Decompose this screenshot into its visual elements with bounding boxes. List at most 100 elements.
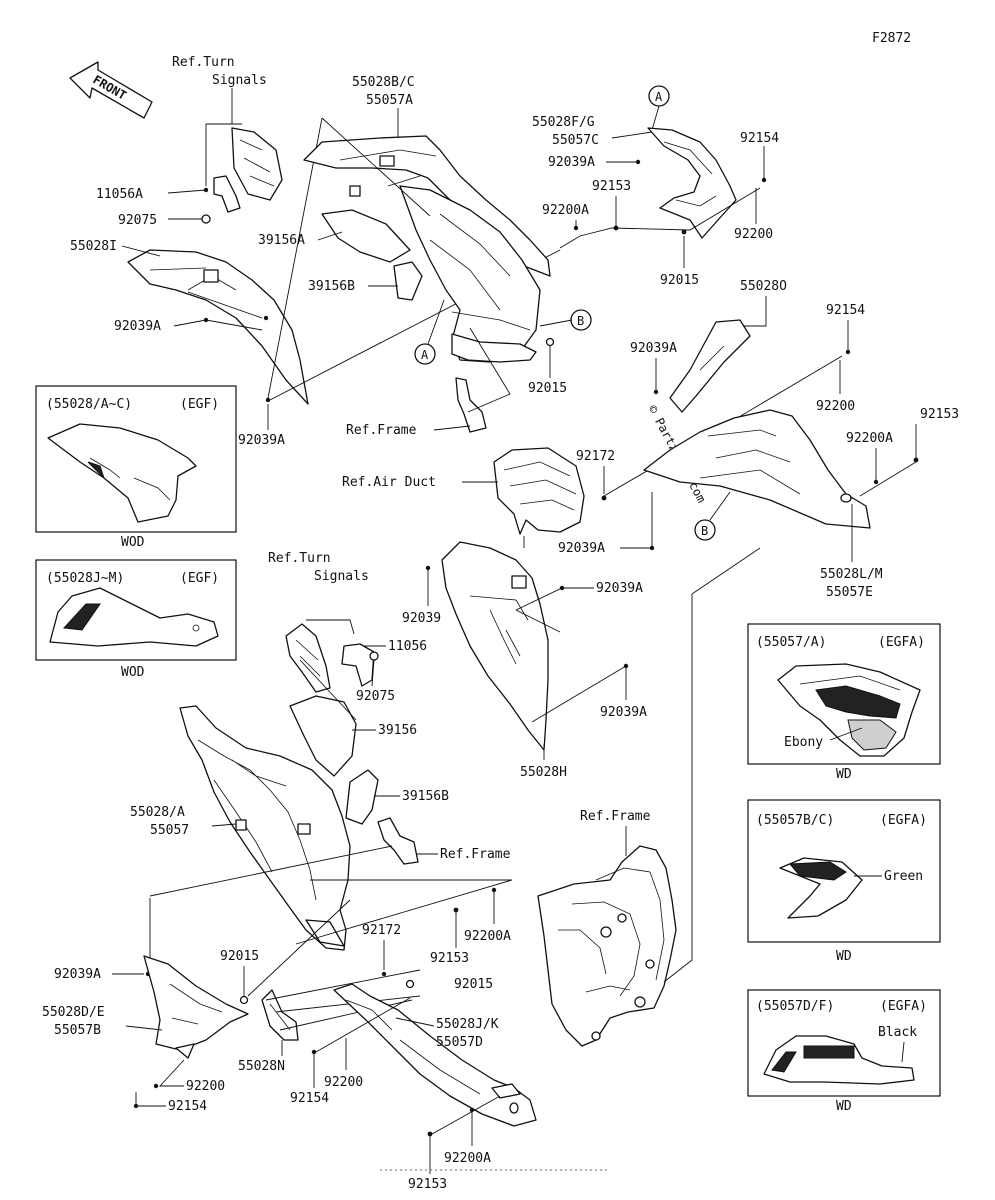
label-55057A: 55057A [366, 93, 413, 108]
inset2-title: (55028J~M) [46, 571, 124, 586]
inset2-code: (EGF) [180, 571, 219, 586]
label-55057: 55057 [150, 823, 189, 838]
label-11056: 11056 [388, 639, 427, 654]
lower-cowl-55028JK [333, 983, 537, 1127]
label-92075-mid: 92075 [356, 689, 395, 704]
svg-text:B: B [701, 524, 708, 538]
label-55028LM: 55028L/M [820, 567, 883, 582]
inset4-code: (EGFA) [880, 813, 927, 828]
label-92153-top: 92153 [592, 179, 631, 194]
front-arrow-icon: FRONT [69, 61, 153, 119]
label-55028FG: 55028F/G [532, 115, 595, 130]
inset-55028J-M: (55028J~M) (EGF) WOD [35, 559, 237, 680]
inset5-title: (55057D/F) [756, 999, 834, 1014]
frame-assembly [537, 845, 677, 1047]
label-92200A-top: 92200A [542, 203, 589, 218]
label-55028BC: 55028B/C [352, 75, 415, 90]
label-92172-right: 92172 [576, 449, 615, 464]
inset1-title: (55028/A~C) [46, 397, 132, 412]
svg-text:A: A [421, 348, 429, 362]
label-55028N: 55028N [238, 1059, 285, 1074]
label-55057D: 55057D [436, 1035, 483, 1050]
label-92200-right: 92200 [816, 399, 855, 414]
label-ref-turn-signals-top-2: Signals [212, 73, 267, 88]
label-92200A-bottom: 92200A [444, 1151, 491, 1166]
label-11056A: 11056A [96, 187, 143, 202]
marker-B-right: B [694, 519, 716, 541]
figure-code: F2872 [872, 31, 911, 46]
inset-55057B-C: (55057B/C) (EGFA) Green WD [747, 799, 941, 964]
label-92039A-left: 92039A [114, 319, 161, 334]
label-ref-turn-signals-mid: Ref.Turn [268, 551, 331, 566]
label-ref-air-duct: Ref.Air Duct [342, 475, 436, 490]
label-92172-lower: 92172 [362, 923, 401, 938]
lower-side-panel-55028LM [643, 409, 871, 529]
label-55028H: 55028H [520, 765, 567, 780]
label-92154-lowleft: 92154 [168, 1099, 207, 1114]
label-55057E: 55057E [826, 585, 873, 600]
label-55028I: 55028I [70, 239, 117, 254]
label-92153-lower: 92153 [430, 951, 469, 966]
inset5-code: (EGFA) [880, 999, 927, 1014]
label-92154-lower: 92154 [290, 1091, 329, 1106]
inner-panel-55028H [441, 541, 549, 751]
label-55028A: 55028/A [130, 805, 185, 820]
label-39156B-mid: 39156B [402, 789, 449, 804]
label-92154-right: 92154 [826, 303, 865, 318]
label-92200-lower: 92200 [324, 1075, 363, 1090]
label-ref-turn-signals-top: Ref.Turn [172, 55, 235, 70]
inset2-caption: WOD [121, 665, 145, 680]
upper-fairing-55028BC [303, 135, 551, 363]
label-92039A-lowleft: 92039A [54, 967, 101, 982]
turn-signal-bracket-mid [285, 623, 375, 693]
inset3-code: (EGFA) [878, 635, 925, 650]
label-92153-bottom: 92153 [408, 1177, 447, 1192]
label-92015-center: 92015 [528, 381, 567, 396]
label-39156A: 39156A [258, 233, 305, 248]
turn-signal-bracket-top [231, 127, 283, 201]
label-92039A-topright: 92039A [548, 155, 595, 170]
bracket-39156B-mid [345, 769, 379, 825]
label-39156: 39156 [378, 723, 417, 738]
inset5-color: Black [878, 1025, 917, 1040]
label-55028JK: 55028J/K [436, 1017, 499, 1032]
label-92039-mid: 92039 [402, 611, 441, 626]
label-92039A-mid: 92039A [596, 581, 643, 596]
inset-55057D-F: (55057D/F) (EGFA) Black WD [747, 989, 941, 1114]
label-92015-lower: 92015 [454, 977, 493, 992]
label-92200-top: 92200 [734, 227, 773, 242]
lower-cowl-55028DE [143, 955, 249, 1059]
inset3-color: Ebony [784, 735, 823, 750]
label-55057B: 55057B [54, 1023, 101, 1038]
label-ref-frame-mid: Ref.Frame [440, 847, 511, 862]
ref-frame-bracket-top [455, 377, 487, 433]
inset5-caption: WD [836, 1099, 852, 1114]
label-92200A-lower: 92200A [464, 929, 511, 944]
air-duct [493, 447, 585, 535]
label-92039A-bottomleft: 92039A [238, 433, 285, 448]
bracket-55028O [669, 319, 751, 413]
label-55028DE: 55028D/E [42, 1005, 105, 1020]
label-92075-top: 92075 [118, 213, 157, 228]
bracket-39156A [321, 209, 411, 263]
label-55057C: 55057C [552, 133, 599, 148]
label-ref-frame-top: Ref.Frame [346, 423, 417, 438]
main-fairing-55028A [179, 705, 351, 951]
label-92153-right: 92153 [920, 407, 959, 422]
marker-A-right: A [648, 85, 670, 107]
label-ref-frame-bottom: Ref.Frame [580, 809, 651, 824]
label-92015-lowleft: 92015 [220, 949, 259, 964]
ref-frame-bracket-mid [377, 817, 419, 865]
inset4-color: Green [884, 869, 923, 884]
inset-55057-A: (55057/A) (EGFA) Ebony WD [747, 623, 941, 782]
label-92154-top: 92154 [740, 131, 779, 146]
label-92015-topright: 92015 [660, 273, 699, 288]
inset4-title: (55057B/C) [756, 813, 834, 828]
svg-text:A: A [655, 90, 663, 104]
marker-A-left: A [414, 343, 436, 365]
svg-text:B: B [577, 314, 584, 328]
label-92200A-right: 92200A [846, 431, 893, 446]
inset4-caption: WD [836, 949, 852, 964]
label-92039A-mid2: 92039A [600, 705, 647, 720]
